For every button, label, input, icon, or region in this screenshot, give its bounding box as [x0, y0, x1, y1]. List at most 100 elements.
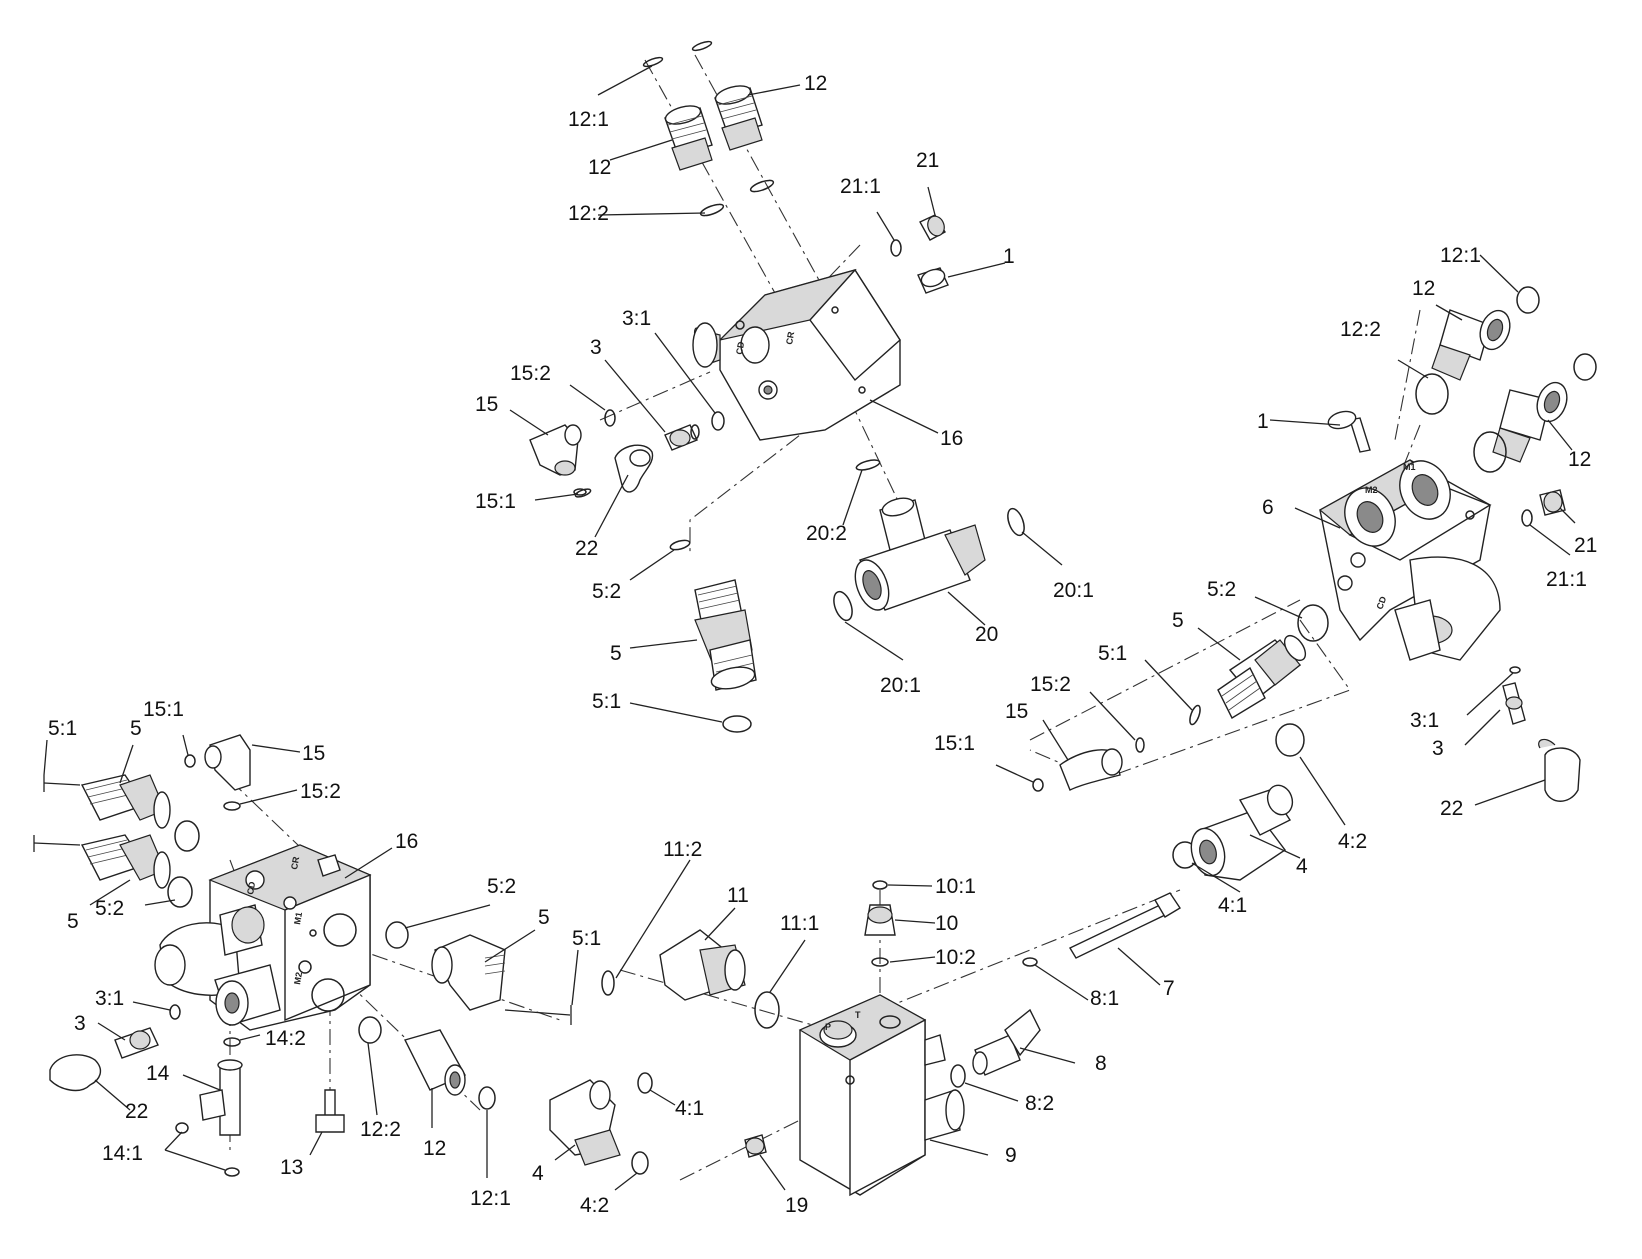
- callout: 14:2: [265, 1027, 306, 1050]
- callout: 20:1: [1053, 579, 1094, 602]
- callout: 11:1: [780, 912, 819, 935]
- callout: 10:2: [935, 946, 976, 969]
- callout: 4:1: [675, 1097, 704, 1120]
- assembly-centerlines: [229, 54, 1421, 1181]
- leader-lines: [43, 65, 1576, 1191]
- port-marking-cd: CD: [1374, 595, 1388, 611]
- callout: 1: [1257, 410, 1269, 433]
- port-marking-t: T: [855, 1010, 861, 1020]
- upper-manifold-block: CD CR: [692, 268, 901, 441]
- upper-bolt: [917, 267, 949, 294]
- port-marking-cr: CR: [784, 330, 796, 345]
- callout: 12:1: [470, 1187, 511, 1210]
- callout: 3:1: [622, 307, 651, 330]
- callout: 5: [1172, 609, 1184, 632]
- callout: 19: [785, 1194, 808, 1217]
- upper-elbow-fitting: [529, 424, 587, 496]
- callout: 15:2: [300, 780, 341, 803]
- upper-o-rings: [574, 40, 1025, 733]
- callout: 6: [1262, 496, 1274, 519]
- callout: 8: [1095, 1052, 1107, 1075]
- callout: 5: [130, 717, 142, 740]
- callout: 15:1: [934, 732, 975, 755]
- callout: 10: [935, 912, 958, 935]
- callout: 16: [395, 830, 418, 853]
- callout: 3:1: [95, 987, 124, 1010]
- callout: 12:1: [1440, 244, 1481, 267]
- callout: 3: [590, 336, 602, 359]
- callout: 9: [1005, 1144, 1017, 1167]
- callout: 15: [302, 742, 325, 765]
- callout: 4:2: [580, 1194, 609, 1217]
- callout: 5:2: [1207, 578, 1236, 601]
- callout: 5: [538, 906, 550, 929]
- callout: 5:2: [592, 580, 621, 603]
- callout: 21: [1574, 534, 1597, 557]
- callout: 5:2: [487, 875, 516, 898]
- callout: 13: [280, 1156, 303, 1179]
- callout: 14:1: [102, 1142, 143, 1165]
- callout: 5:2: [95, 897, 124, 920]
- upper-dust-cap: [614, 444, 654, 493]
- callout: 15:1: [475, 490, 516, 513]
- callout: 11:2: [663, 838, 702, 861]
- callout: 20:1: [880, 674, 921, 697]
- callout: 8:2: [1025, 1092, 1054, 1115]
- callout: 20:2: [806, 522, 847, 545]
- callout: 7: [1163, 977, 1175, 1000]
- port-marking-m2: M2: [1365, 485, 1378, 495]
- callout: 4: [532, 1162, 544, 1185]
- callout: 15:2: [1030, 673, 1071, 696]
- callout: 8:1: [1090, 987, 1119, 1010]
- right-fittings: [1032, 286, 1597, 881]
- port-marking-m1: M1: [1403, 462, 1416, 472]
- callout: 5:1: [1098, 642, 1127, 665]
- callout: 15:1: [143, 698, 184, 721]
- callout: 15:2: [510, 362, 551, 385]
- callout: 21: [916, 149, 939, 172]
- callout: 4:1: [1218, 894, 1247, 917]
- callout: 20: [975, 623, 998, 646]
- left-manifold-block: CR CD M1 M2: [154, 844, 372, 1031]
- callout: 3: [1432, 737, 1444, 760]
- callout: 21:1: [1546, 568, 1587, 591]
- callout: 22: [575, 537, 598, 560]
- port-marking-cr: CR: [289, 855, 301, 870]
- port-marking-cd: CD: [245, 880, 257, 895]
- callout: 22: [1440, 797, 1463, 820]
- center-fittings: [549, 880, 1181, 1175]
- callout: 10:1: [935, 875, 976, 898]
- callout: 12: [1568, 448, 1591, 471]
- port-marking-m2: M2: [292, 971, 304, 985]
- port-marking-p: P: [825, 1022, 831, 1032]
- callout: 12: [588, 156, 611, 179]
- callout: 15: [1005, 700, 1028, 723]
- upper-straight-fitting-right: [714, 85, 763, 151]
- callout: 5:1: [592, 690, 621, 713]
- left-fittings: [33, 734, 572, 1177]
- upper-straight-fitting-left: [664, 105, 713, 171]
- callout: 12:2: [360, 1118, 401, 1141]
- callout-labels: 12:1 12 12 12:2 21:1 21 1 3:1 3 15:2 15 …: [48, 72, 1597, 1217]
- upper-plug: [919, 214, 946, 241]
- center-valve-block: T P: [798, 994, 965, 1197]
- upper-tee-fitting: [854, 497, 986, 611]
- upper-adapter-fitting: [694, 579, 757, 691]
- callout: 1: [1003, 245, 1015, 268]
- callout: 12: [1412, 277, 1435, 300]
- callout: 4: [1296, 855, 1308, 878]
- callout: 11: [727, 884, 749, 907]
- callout: 12: [423, 1137, 446, 1160]
- callout: 5:1: [48, 717, 77, 740]
- callout: 16: [940, 427, 963, 450]
- port-marking-m1: M1: [292, 911, 304, 925]
- port-marking-cd: CD: [734, 340, 746, 355]
- callout: 12:1: [568, 108, 609, 131]
- upper-test-fitting: [664, 424, 700, 451]
- callout: 12:2: [1340, 318, 1381, 341]
- callout: 4:2: [1338, 830, 1367, 853]
- callout: 3: [74, 1012, 86, 1035]
- callout: 5: [610, 642, 622, 665]
- callout: 15: [475, 393, 498, 416]
- callout: 12: [804, 72, 827, 95]
